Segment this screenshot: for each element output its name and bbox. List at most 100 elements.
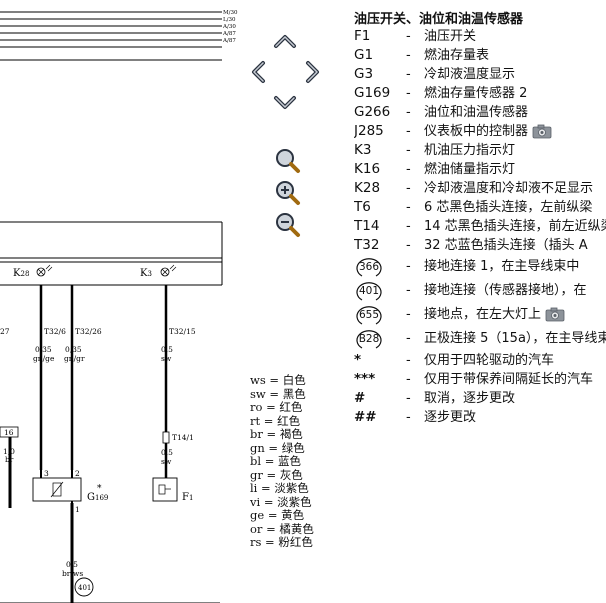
bus-label: A/87: [222, 38, 236, 44]
wiring-diagram: M/30 L/30 A/30 A/87 A/87 K28 K3: [0, 10, 238, 603]
legend-desc: 燃油存量表: [424, 46, 489, 65]
legend-row: T32-32 芯蓝色插头连接（插头 A: [354, 236, 606, 255]
legend-row: G3 -冷却液温度显示: [354, 65, 606, 84]
switch-f1: F1: [152, 477, 193, 503]
wire-color-name: 褐色: [279, 427, 303, 441]
legend-dash: -: [406, 391, 411, 406]
equals-sign: =: [257, 481, 275, 495]
wire-color-row: vi = 淡紫色: [250, 494, 340, 510]
legend-desc-text: 冷却液温度和冷却液不足显示: [424, 181, 594, 196]
legend-note-row: #-取消，逐步更改: [354, 389, 606, 408]
svg-text:2: 2: [75, 469, 80, 478]
svg-text:0,35: 0,35: [35, 345, 52, 354]
legend-desc-text: 燃油存量传感器 2: [424, 86, 528, 101]
control-unit-box: [0, 221, 223, 286]
legend-desc-text: 机油压力指示灯: [424, 143, 516, 158]
chevron-up-icon[interactable]: [271, 28, 299, 56]
legend-desc: 油压开关: [424, 27, 476, 46]
equals-sign: =: [262, 400, 280, 414]
svg-text:sw: sw: [161, 457, 172, 466]
svg-text:gn/ge: gn/ge: [33, 354, 55, 363]
bus-label: L/30: [223, 17, 236, 23]
legend-dash: -: [406, 181, 411, 196]
svg-text:1,0: 1,0: [3, 447, 15, 456]
svg-text:F1: F1: [182, 492, 193, 503]
zoom-in-icon[interactable]: [273, 178, 301, 206]
legend-dash: -: [406, 67, 411, 82]
wire-color-row: rs = 粉红色: [250, 535, 340, 550]
legend-desc-text: 燃油储量指示灯: [424, 162, 516, 177]
bus-labels: M/30 L/30 A/30 A/87 A/87: [222, 10, 238, 44]
magnifier-icon[interactable]: [273, 146, 301, 174]
legend-dash: -: [406, 372, 411, 387]
wire-color-name: 淡紫色: [277, 494, 312, 509]
svg-text:0,35: 0,35: [65, 345, 82, 354]
legend-desc-text: 32 芯蓝色插头连接（插头 A: [424, 238, 588, 253]
wire-color-row: li = 淡紫色: [250, 481, 340, 496]
wire-color-name: 灰色: [279, 467, 303, 482]
wires: [0, 285, 220, 603]
ground-code: 366: [358, 261, 380, 273]
wire-color-row: ws = 白色: [250, 373, 340, 388]
legend-note-row: ##-逐步更改: [354, 408, 606, 427]
svg-text:sw: sw: [161, 354, 172, 363]
legend-desc-text: 油压开关: [424, 29, 477, 44]
legend-desc: 油位和油温传感器: [424, 103, 528, 122]
wire-color-code: gr: [250, 467, 263, 482]
ground-circle-icon: [356, 282, 382, 301]
wire-color-name: 白色: [282, 373, 306, 387]
legend-dash: -: [406, 410, 411, 425]
legend-ground-row: 401-接地连接（传感器接地），在: [354, 279, 606, 303]
wire-labels: 27 T32/6 T32/26 T32/15 0,35 gn/ge 0,35 g…: [0, 327, 196, 578]
camera-icon[interactable]: [532, 124, 552, 139]
wire-color-code: rs: [250, 535, 262, 549]
svg-text:T14/1: T14/1: [172, 433, 194, 442]
indicator-k28: K28: [13, 264, 53, 279]
legend-desc-text: 油位和油温传感器: [424, 105, 529, 120]
wire-color-row: rt = 红色: [250, 414, 340, 429]
legend-row: G169-燃油存量传感器 2: [354, 84, 606, 103]
legend-desc-text: 6 芯黑色插头连接，左前纵梁: [424, 200, 593, 215]
legend-dash: -: [406, 283, 411, 298]
legend-dash: -: [406, 200, 411, 215]
ground-circle-icon: [356, 258, 382, 277]
chevron-down-icon[interactable]: [271, 88, 299, 116]
equals-sign: =: [260, 494, 278, 509]
navigation-panel: [240, 0, 350, 260]
legend-desc-text: 接地点，在左大灯上: [424, 307, 542, 322]
wire-color-code: ge: [250, 508, 265, 522]
legend-dash: -: [406, 238, 411, 253]
legend-row: K28 -冷却液温度和冷却液不足显示: [354, 179, 606, 198]
chevron-left-icon[interactable]: [245, 58, 273, 86]
svg-text:*: *: [97, 484, 102, 494]
note-desc: 仅用于四轮驱动的汽车: [424, 353, 555, 368]
note-desc: 逐步更改: [424, 410, 477, 425]
legend-code: K28: [354, 180, 381, 196]
legend-code: G266: [354, 104, 391, 120]
equals-sign: =: [261, 535, 279, 549]
svg-text:T32/15: T32/15: [169, 327, 196, 336]
chevron-right-icon[interactable]: [298, 58, 326, 86]
wire-color-name: 粉红色: [278, 535, 313, 549]
wire-color-code: or: [250, 521, 263, 536]
legend-desc-text: 14 芯黑色插头连接，前左近纵梁: [424, 219, 606, 234]
svg-text:K28: K28: [13, 268, 29, 279]
camera-icon[interactable]: [545, 307, 565, 322]
zoom-out-icon[interactable]: [273, 210, 301, 238]
svg-text:T32/26: T32/26: [75, 327, 102, 336]
legend-desc-text: 冷却液温度显示: [424, 67, 516, 82]
bus-label: A/30: [222, 24, 236, 30]
svg-text:3: 3: [44, 469, 49, 478]
legend-desc-text: 接地连接（传感器接地），在: [424, 283, 587, 298]
legend-dash: -: [406, 48, 411, 63]
wire-color-name: 绿色: [281, 440, 305, 455]
legend-desc: 正极连接 5（15a），在主导线束: [424, 327, 606, 351]
wire-color-code: li: [250, 481, 258, 495]
legend-code: G3: [354, 66, 374, 82]
wire-color-name: 黄色: [281, 508, 305, 522]
wire-color-code: sw: [250, 386, 266, 401]
wire-color-name: 红色: [279, 400, 303, 414]
legend-code: F1: [354, 28, 371, 44]
equals-sign: =: [265, 386, 283, 401]
